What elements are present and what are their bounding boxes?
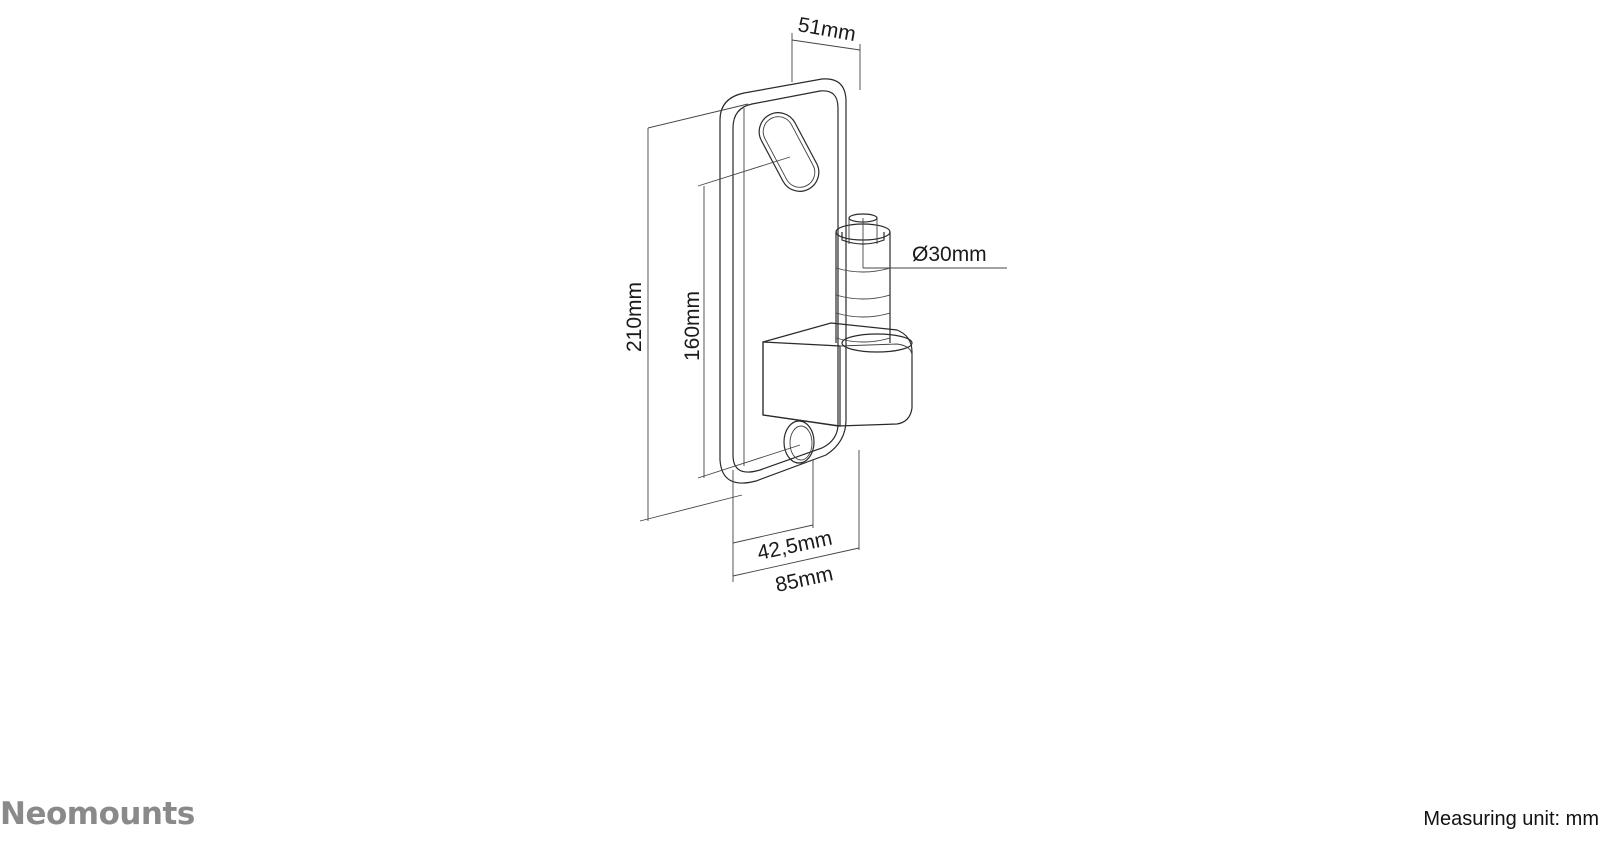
diameter-label: Ø30mm: [912, 243, 987, 266]
upper-slot-hole: [758, 112, 820, 192]
lower-round-hole: [783, 420, 815, 464]
width-label: 85mm: [773, 562, 835, 597]
arm-block: [762, 322, 913, 427]
depth-label: 51mm: [796, 13, 857, 46]
wall-plate: [719, 78, 847, 484]
dimension-lines: [639, 33, 1007, 582]
height-label: 210mm: [623, 282, 646, 352]
hole-spacing-label: 160mm: [681, 291, 704, 361]
brand-logo: Neomounts: [0, 796, 195, 832]
half-width-label: 42,5mm: [755, 527, 834, 565]
measuring-unit-label: Measuring unit: mm: [1423, 808, 1599, 830]
